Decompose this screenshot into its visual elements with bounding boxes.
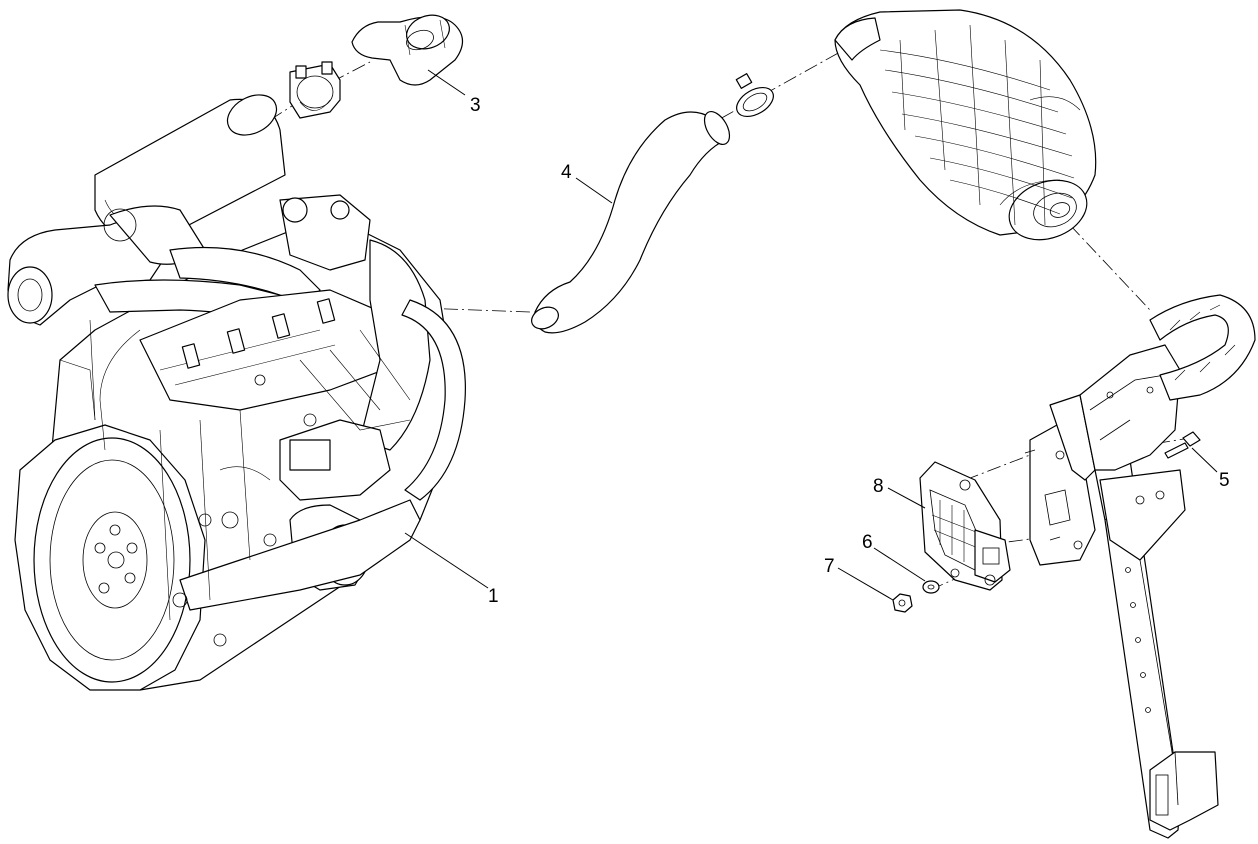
leader-4 bbox=[575, 177, 613, 204]
controller-module-part-8 bbox=[919, 461, 1011, 591]
studs bbox=[1024, 449, 1061, 541]
callout-7: 7 bbox=[824, 556, 835, 577]
mounting-frame bbox=[1029, 294, 1256, 839]
leader-3 bbox=[427, 69, 466, 96]
bolt-part-5 bbox=[1164, 431, 1201, 459]
leader-1 bbox=[404, 532, 489, 589]
callout-6: 6 bbox=[862, 532, 873, 553]
callout-8: 8 bbox=[873, 476, 884, 497]
leader-6 bbox=[873, 547, 926, 582]
callout-5: 5 bbox=[1219, 470, 1230, 491]
callout-labels: 1 3 4 5 6 7 8 bbox=[470, 95, 1230, 607]
washer-part-6 bbox=[922, 580, 940, 594]
callout-1: 1 bbox=[488, 586, 499, 607]
engine-assembly bbox=[7, 94, 466, 691]
hose-clamp-part-3 bbox=[289, 61, 341, 119]
leader-7 bbox=[837, 567, 894, 601]
leader-8 bbox=[887, 487, 926, 509]
hose-clamp-small bbox=[735, 73, 774, 118]
callout-4: 4 bbox=[561, 162, 572, 183]
leader-lines bbox=[404, 69, 1218, 601]
hose-elbow-part-3 bbox=[351, 14, 464, 86]
intake-hose-part-4 bbox=[531, 111, 731, 334]
callout-3: 3 bbox=[470, 95, 481, 116]
nut-part-7 bbox=[892, 593, 913, 613]
leader-5 bbox=[1191, 447, 1218, 473]
air-cleaner bbox=[834, 9, 1097, 241]
